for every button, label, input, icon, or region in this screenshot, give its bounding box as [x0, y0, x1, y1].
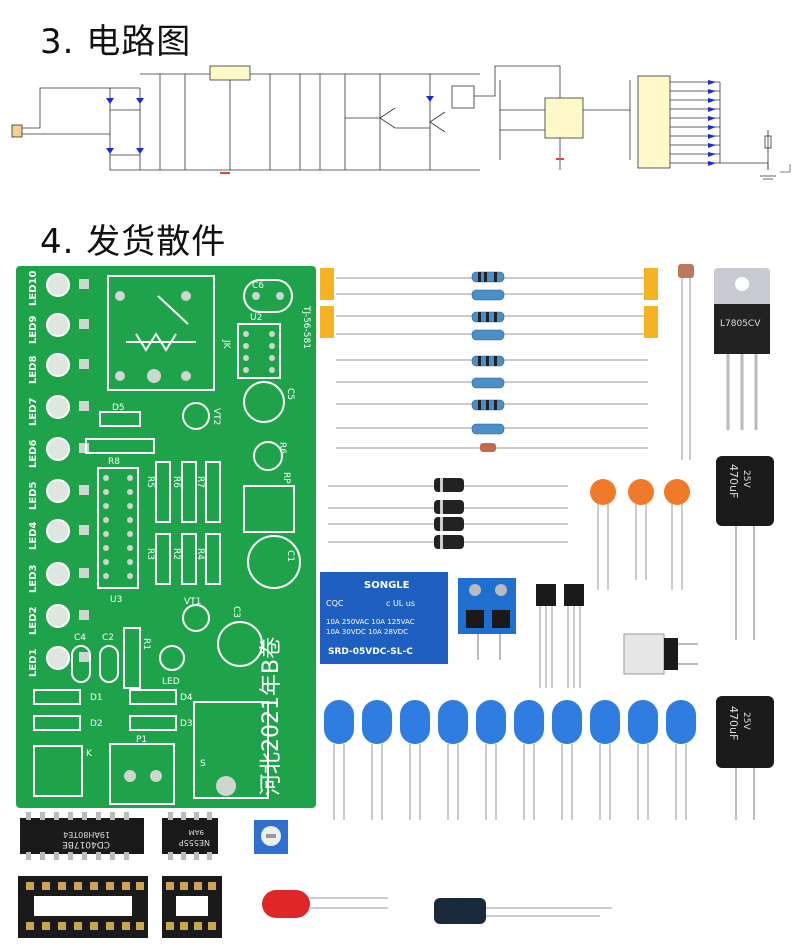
pcb-label-r6-top: R6	[277, 442, 287, 454]
pcb-board-label: 河北2021年B卷	[259, 637, 284, 796]
ic2-line1: NE555P	[179, 838, 210, 847]
pcb-label-c5: C5	[285, 388, 295, 400]
pcb-label-c6: C6	[252, 281, 264, 291]
ic1-line1: CD4017BE	[62, 839, 110, 849]
pcb-label-u3: U3	[110, 595, 122, 605]
pcb-label-c2: C2	[102, 633, 114, 643]
led-label-5: LED5	[28, 481, 39, 510]
pcb-label-vt2: VT2	[211, 408, 221, 425]
led-label-6: LED6	[28, 439, 39, 468]
pcb-label-c1: C1	[285, 550, 295, 562]
pcb-label-rp: RP	[281, 472, 291, 484]
relay-rating-1: 10A 250VAC 10A 125VAC	[326, 618, 415, 626]
pcb-label-r7: R7	[195, 476, 205, 488]
pcb-label-k: K	[86, 749, 93, 759]
ic1-line2: 19AH80TE4	[63, 830, 110, 839]
pcb-code: TJ-56-581	[301, 305, 311, 349]
pcb-label-s: S	[200, 759, 206, 769]
led-label-2: LED2	[28, 606, 39, 635]
pcb-label-r1: R1	[141, 638, 151, 650]
parts-photo: L7805CV 470uF 25V SONGLE CQC	[320, 264, 774, 820]
parts-bottom: CD4017BE 19AH80TE4 NE555P 9AM	[18, 812, 612, 938]
pcb-label-led0: LED	[162, 677, 180, 687]
relay-cert-ul: c UL us	[386, 599, 415, 608]
led-label-4: LED4	[28, 521, 39, 550]
pcb-label-u2: U2	[250, 313, 262, 323]
pcb-label-c4: C4	[74, 633, 86, 643]
relay-model: SRD-05VDC-SL-C	[328, 647, 413, 657]
pcb-label-d5: D5	[112, 403, 125, 413]
pcb-label-p: P1	[136, 735, 147, 745]
schematic-heading: 3. 电路图	[40, 22, 192, 62]
cap-large-voltage-1: 25V	[741, 470, 751, 488]
cap-large-value-2: 470uF	[727, 706, 740, 740]
parts-heading: 4. 发货散件	[40, 222, 227, 262]
pcb-label-r5: R5	[145, 476, 155, 488]
relay-rating-2: 10A 30VDC 10A 28VDC	[326, 628, 408, 636]
cap-large-value-1: 470uF	[727, 464, 740, 498]
led-label-9: LED9	[28, 315, 39, 344]
pcb-label-r6: R6	[171, 476, 181, 488]
pcb-label-d4: D4	[180, 693, 193, 703]
relay-brand: SONGLE	[364, 580, 410, 591]
pcb-label-d2: D2	[90, 719, 103, 729]
cap-large-voltage-2: 25V	[741, 712, 751, 730]
led-label-1: LED1	[28, 648, 39, 677]
pcb-board: LED10 LED9 LED8 LED7 LED6 LED5 LED4 LED3…	[16, 266, 316, 808]
pcb-label-vt1: VT1	[184, 597, 201, 607]
pcb-label-r3: R3	[145, 548, 155, 560]
pcb-label-r4: R4	[195, 548, 205, 560]
led-label-7: LED7	[28, 397, 39, 426]
ic2-line2: 9AM	[189, 828, 204, 836]
pcb-label-d1: D1	[90, 693, 103, 703]
led-label-8: LED8	[28, 355, 39, 384]
led-label-10: LED10	[28, 271, 39, 306]
circuit-schematic	[11, 65, 791, 180]
pcb-label-c3: C3	[231, 606, 241, 618]
pcb-label-r8: R8	[108, 457, 120, 467]
relay-cert-cqc: CQC	[326, 599, 344, 608]
regulator-text: L7805CV	[720, 319, 761, 329]
pcb-label-d3: D3	[180, 719, 193, 729]
pcb-label-r2: R2	[171, 548, 181, 560]
pcb-label-jk: JK	[221, 339, 231, 350]
led-label-3: LED3	[28, 564, 39, 593]
